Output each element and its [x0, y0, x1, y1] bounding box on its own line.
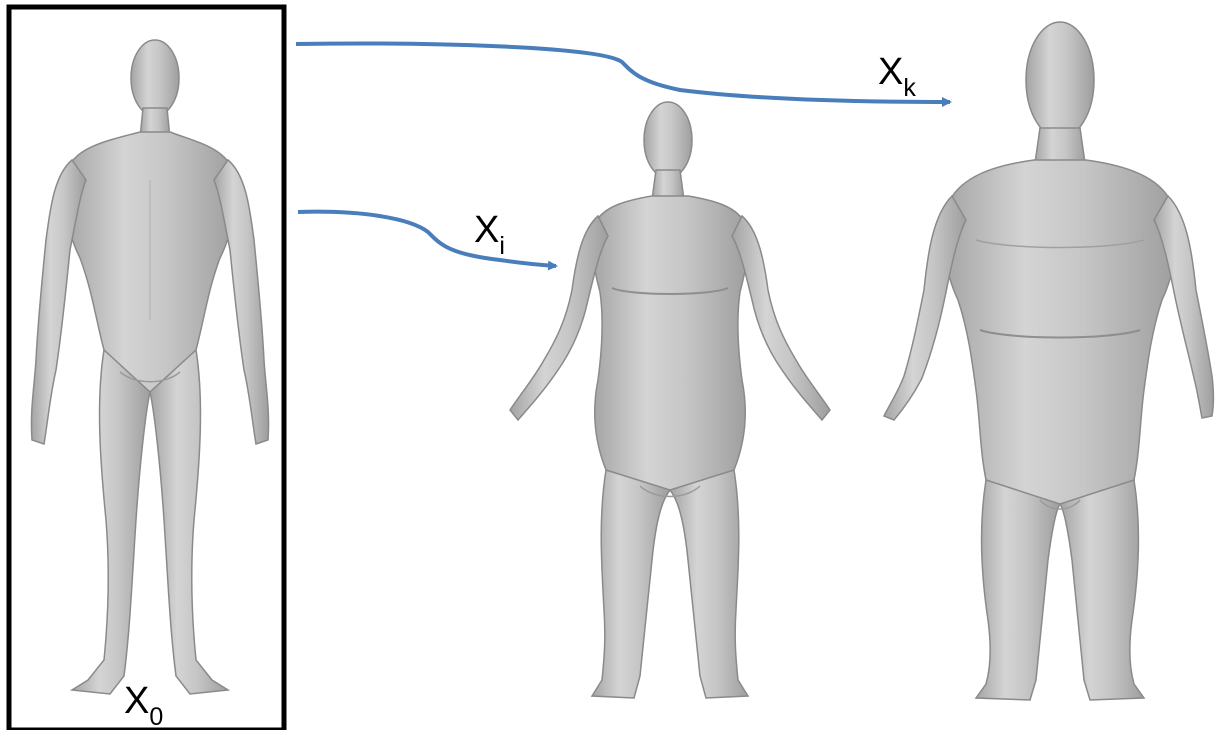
template-body [31, 40, 268, 694]
arrow-to-k [296, 44, 950, 102]
target-body-i [510, 102, 830, 698]
label-xk: Xk [878, 51, 916, 102]
arrow-to-i [298, 212, 556, 266]
target-body-k [884, 22, 1214, 700]
label-xi: Xi [474, 209, 505, 260]
label-x0: X0 [124, 680, 163, 730]
